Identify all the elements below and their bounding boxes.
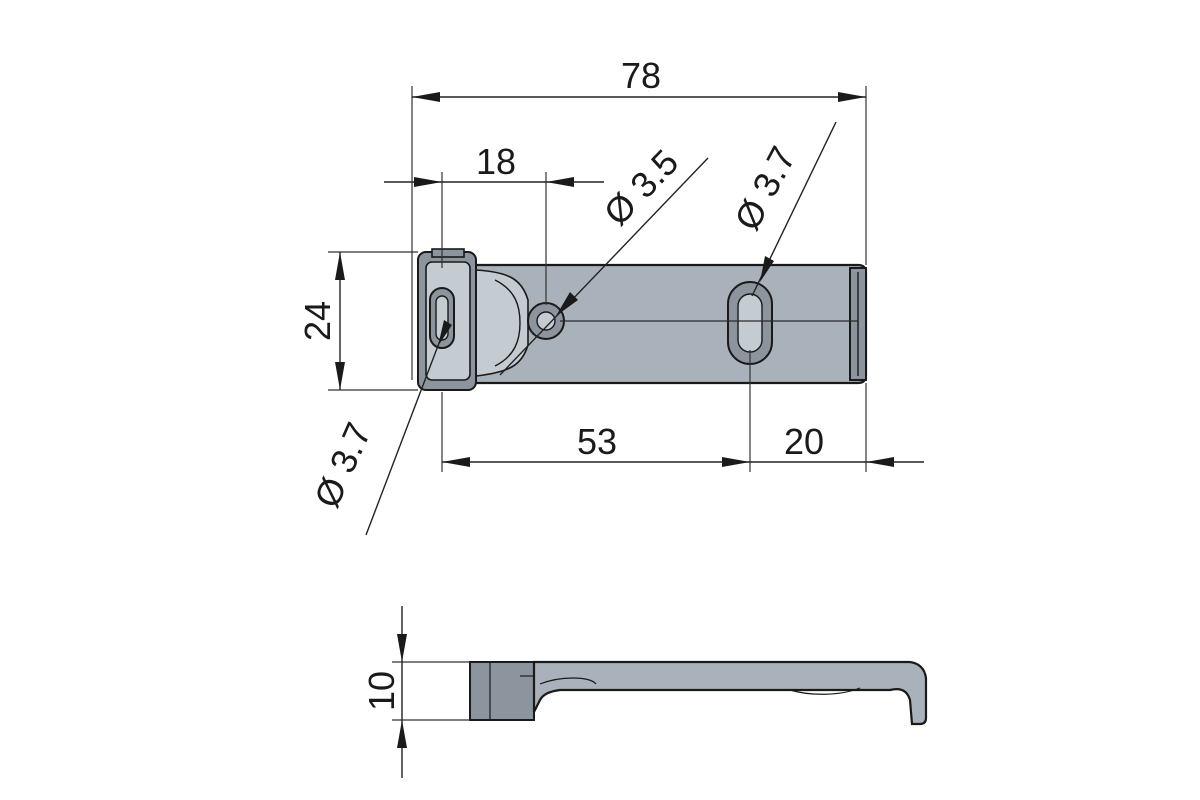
dim-height-label: 24 — [297, 301, 338, 341]
dimension-overall-length: 78 — [411, 55, 867, 380]
dim-hole-spacing-label: 53 — [577, 421, 617, 462]
dimension-first-hole-offset: 18 — [384, 141, 604, 305]
dim-left-slot-diameter-label: Ø 3.7 — [306, 416, 379, 513]
dim-first-hole-offset-label: 18 — [476, 141, 516, 182]
top-view: 78 18 24 Ø 3.5 — [297, 55, 924, 536]
side-profile — [469, 660, 928, 726]
dimension-height: 24 — [297, 251, 418, 391]
dim-small-hole-diameter-label: Ø 3.5 — [596, 141, 687, 233]
dimension-thickness: 10 — [361, 606, 470, 778]
small-round-hole — [527, 302, 565, 340]
dim-right-slot-diameter-label: Ø 3.7 — [726, 140, 804, 237]
dim-end-offset-label: 20 — [784, 421, 824, 462]
dimension-bottom-chain: 53 20 — [441, 350, 924, 472]
side-view: 10 — [361, 606, 928, 778]
dim-thickness-label: 10 — [361, 671, 402, 711]
dim-overall-length-label: 78 — [621, 55, 661, 96]
